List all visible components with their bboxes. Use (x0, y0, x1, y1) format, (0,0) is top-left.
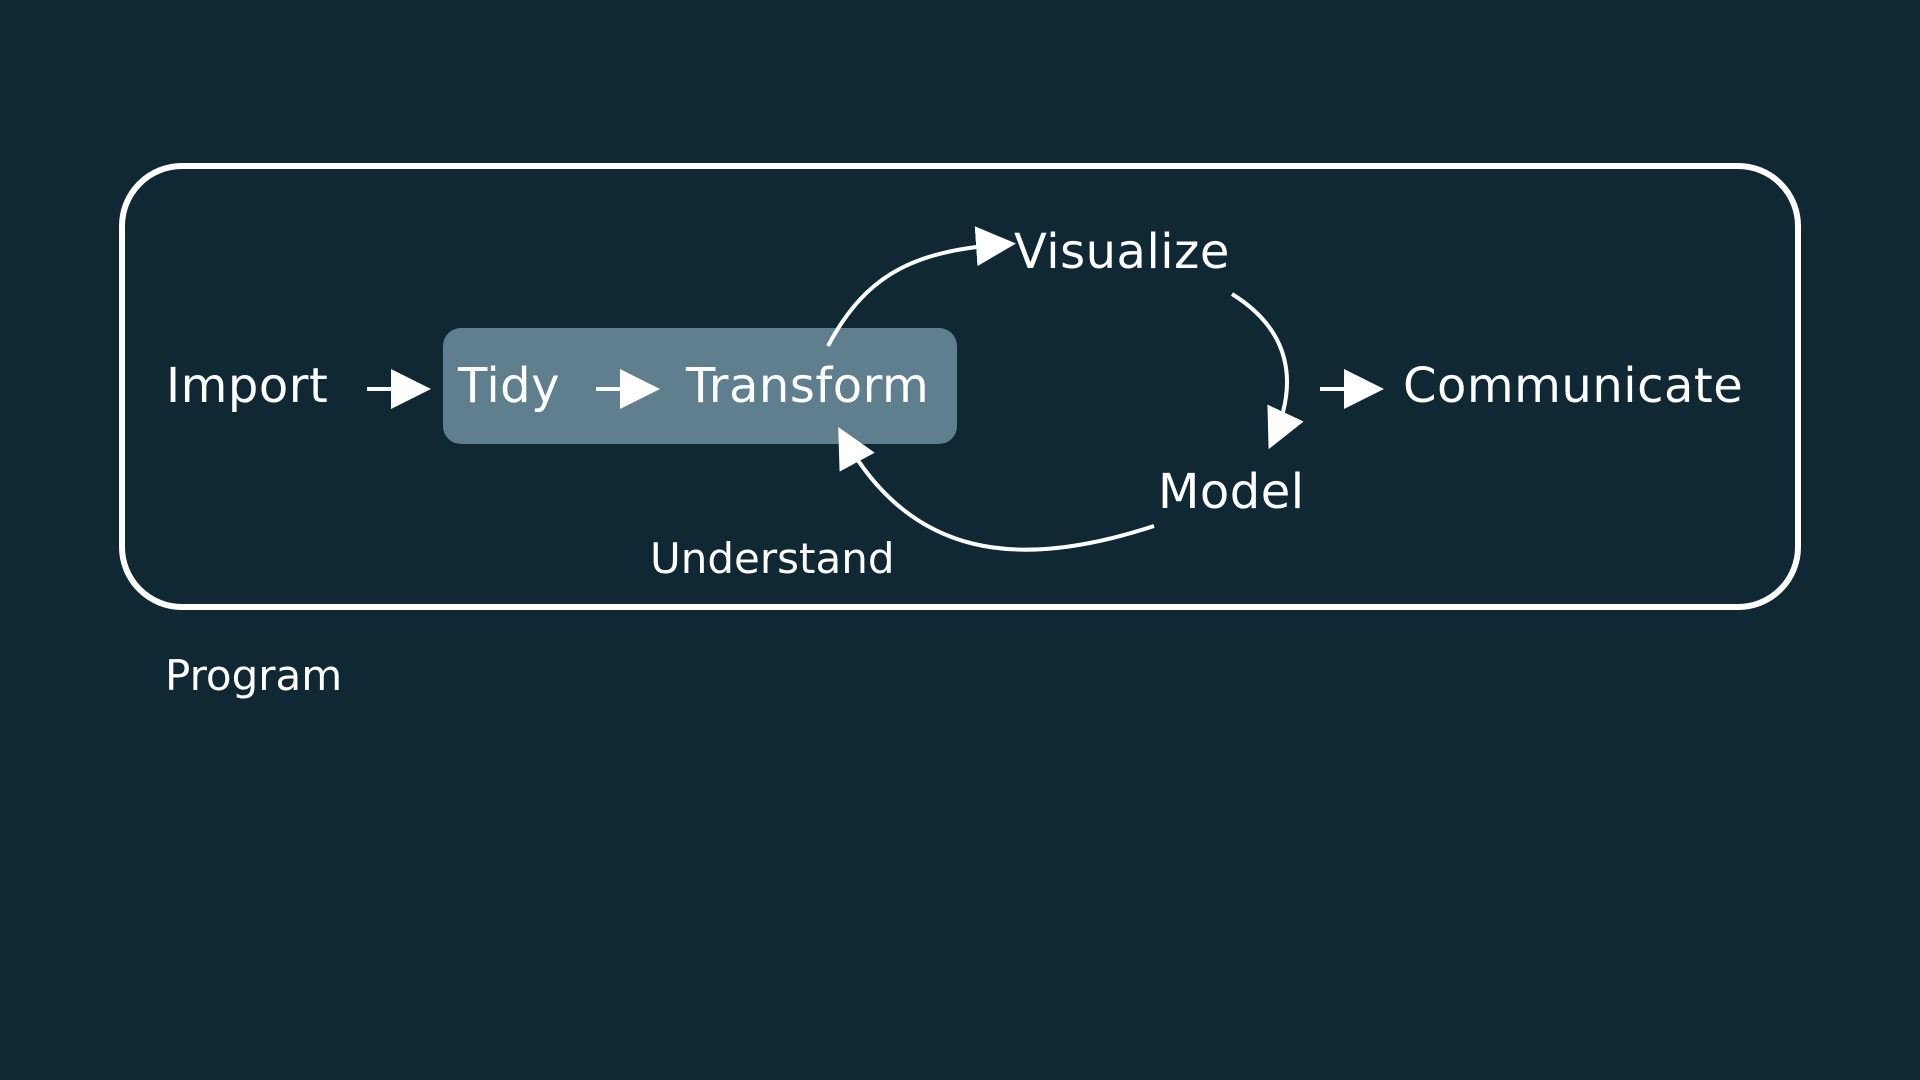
node-transform-label: Transform (686, 358, 930, 414)
understand-label: Understand (650, 534, 895, 583)
arrow-transform-to-visualize (826, 226, 1016, 347)
node-communicate-label: Communicate (1403, 358, 1744, 414)
arrow-model-to-transform (838, 426, 1155, 552)
arrow-visualize-to-model (1230, 292, 1304, 450)
wrangle-highlight-box (443, 328, 957, 444)
node-visualize-label: Visualize (1014, 224, 1230, 280)
node-model-label: Model (1158, 464, 1305, 520)
program-boundary-box (119, 163, 1801, 610)
node-tidy-label: Tidy (458, 358, 561, 414)
node-import-label: Import (166, 358, 329, 414)
program-label: Program (165, 651, 343, 700)
